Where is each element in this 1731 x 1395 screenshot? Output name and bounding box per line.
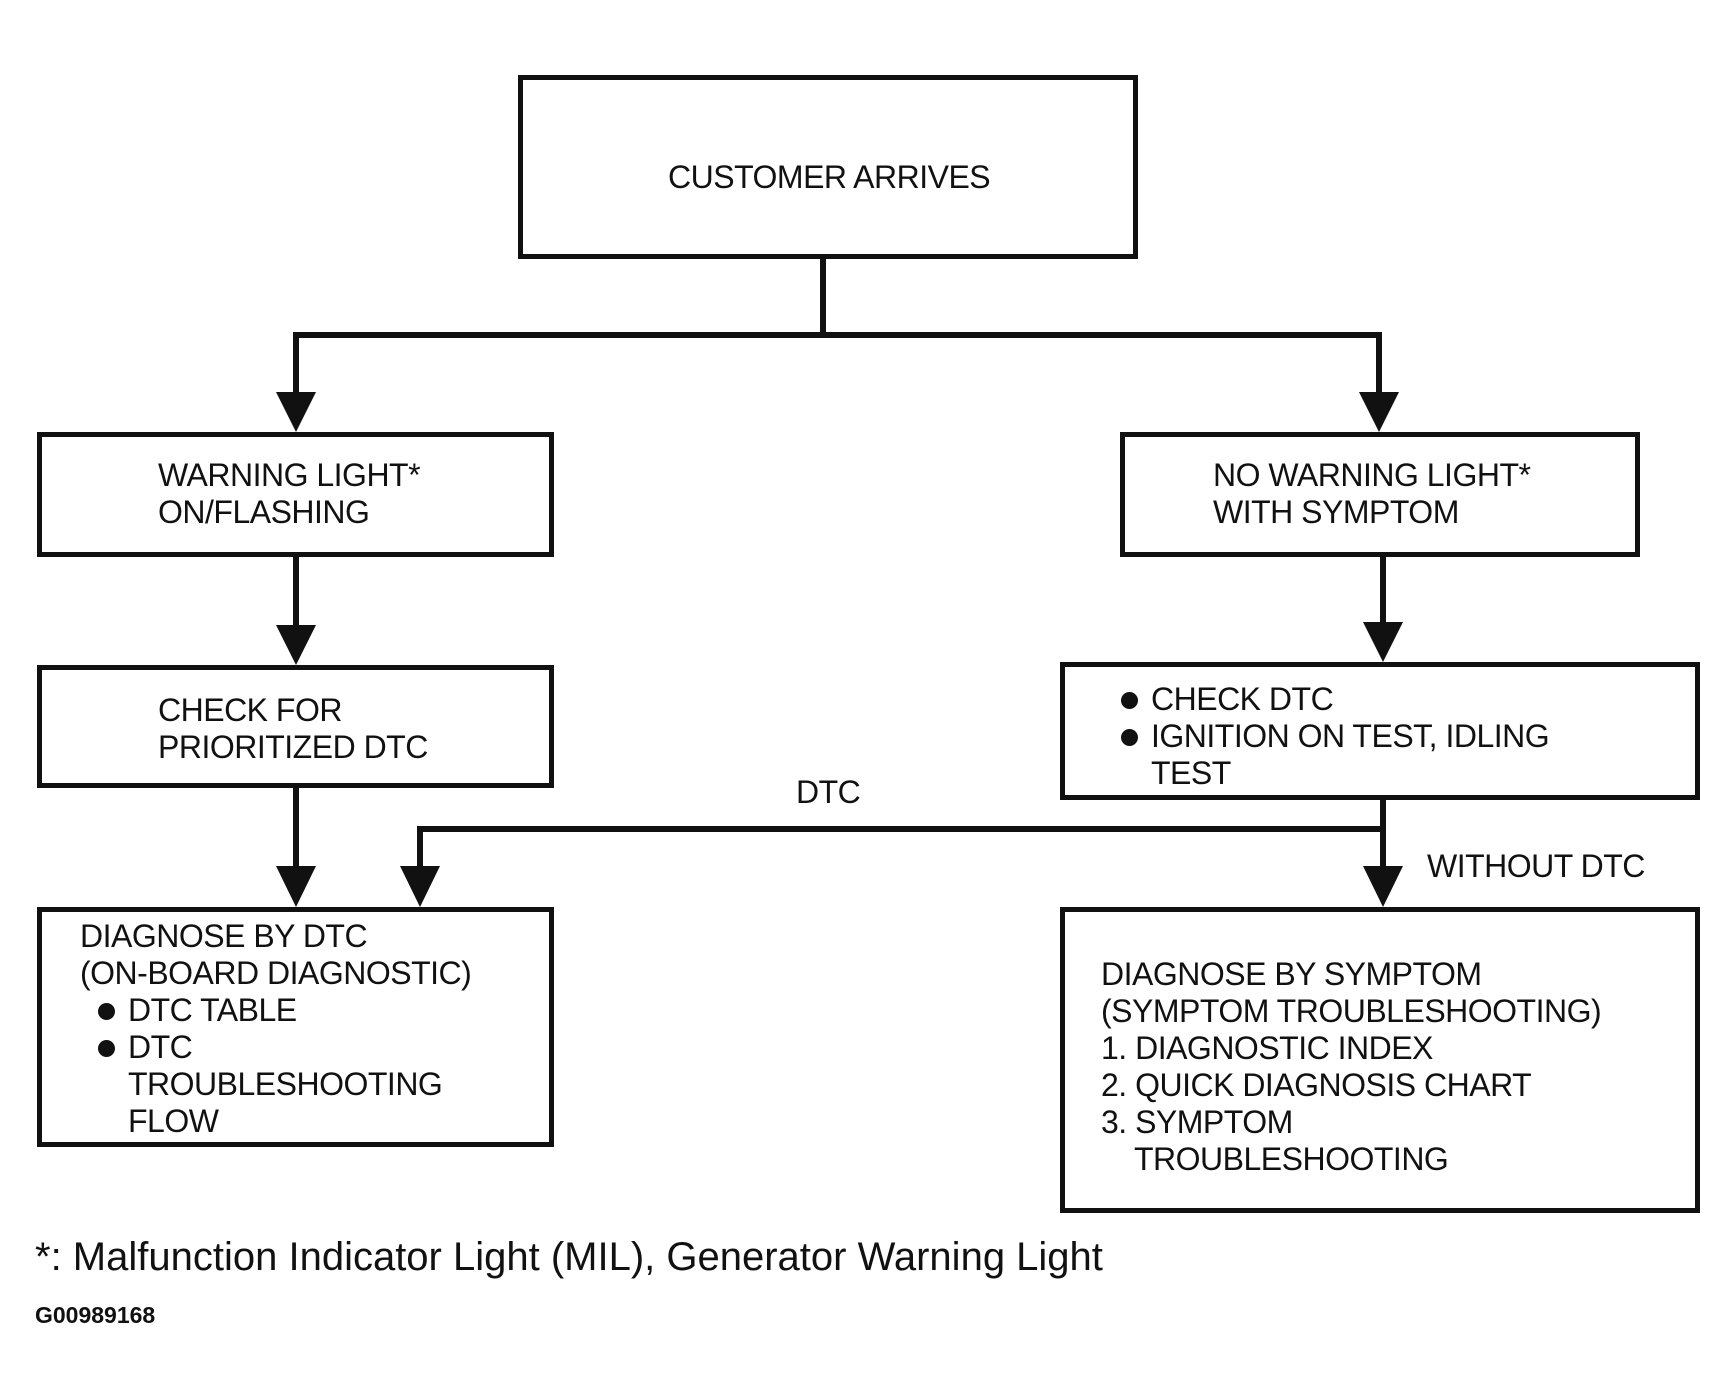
arrowhead-to-warning xyxy=(276,392,316,432)
bullet-icon xyxy=(1121,692,1138,709)
node-diagnose-symptom-line5: 3. SYMPTOM xyxy=(1101,1104,1293,1140)
arrowhead-to-check-dtc xyxy=(1363,622,1403,662)
node-diagnose-dtc-item2-line3: FLOW xyxy=(128,1103,219,1139)
node-check-dtc-item2-line2: TEST xyxy=(1151,755,1231,791)
figure-id: G00989168 xyxy=(35,1302,156,1328)
bullet-icon xyxy=(1121,729,1138,746)
node-diagnose-symptom-line1: DIAGNOSE BY SYMPTOM xyxy=(1101,956,1482,992)
node-diagnose-symptom-line2: (SYMPTOM TROUBLESHOOTING) xyxy=(1101,993,1602,1029)
arrowhead-to-check-prioritized xyxy=(276,625,316,665)
node-check-dtc: CHECK DTC IGNITION ON TEST, IDLING TEST xyxy=(1060,662,1700,800)
node-warning-light-line1: WARNING LIGHT* xyxy=(158,457,421,493)
node-diagnose-symptom-line4: 2. QUICK DIAGNOSIS CHART xyxy=(1101,1067,1532,1103)
node-diagnose-symptom-line6: TROUBLESHOOTING xyxy=(1134,1141,1449,1177)
bullet-icon xyxy=(98,1003,115,1020)
edge-label-dtc: DTC xyxy=(796,774,861,810)
node-diagnose-symptom-line3: 1. DIAGNOSTIC INDEX xyxy=(1101,1030,1433,1066)
node-check-prioritized-line2: PRIORITIZED DTC xyxy=(158,729,428,765)
node-diagnose-dtc-line2: (ON-BOARD DIAGNOSTIC) xyxy=(80,955,472,991)
node-warning-light-line2: ON/FLASHING xyxy=(158,494,370,530)
arrowhead-to-no-warning xyxy=(1359,392,1399,432)
node-no-warning-light-line2: WITH SYMPTOM xyxy=(1213,494,1459,530)
node-diagnose-dtc-item2-line1: DTC xyxy=(128,1029,193,1065)
node-diagnose-by-symptom: DIAGNOSE BY SYMPTOM (SYMPTOM TROUBLESHOO… xyxy=(1060,907,1700,1213)
node-diagnose-by-dtc: DIAGNOSE BY DTC (ON-BOARD DIAGNOSTIC) DT… xyxy=(37,907,554,1147)
node-check-prioritized-dtc: CHECK FOR PRIORITIZED DTC xyxy=(37,665,554,788)
footnote: *: Malfunction Indicator Light (MIL), Ge… xyxy=(35,1235,1103,1279)
node-no-warning-light: NO WARNING LIGHT* WITH SYMPTOM xyxy=(1120,432,1640,557)
node-diagnose-dtc-item1: DTC TABLE xyxy=(128,992,297,1028)
bullet-icon xyxy=(98,1040,115,1057)
node-customer-arrives-label: CUSTOMER ARRIVES xyxy=(668,159,991,195)
arrowhead-to-diagnose-symptom xyxy=(1363,866,1403,907)
node-no-warning-light-line1: NO WARNING LIGHT* xyxy=(1213,457,1531,493)
node-check-dtc-item1: CHECK DTC xyxy=(1151,681,1334,717)
arrowhead-dtc-branch xyxy=(400,866,440,907)
node-diagnose-dtc-line1: DIAGNOSE BY DTC xyxy=(80,918,368,954)
node-diagnose-dtc-item2-line2: TROUBLESHOOTING xyxy=(128,1066,443,1102)
node-check-prioritized-line1: CHECK FOR xyxy=(158,692,342,728)
node-check-dtc-item2-line1: IGNITION ON TEST, IDLING xyxy=(1151,718,1550,754)
node-customer-arrives: CUSTOMER ARRIVES xyxy=(518,75,1138,259)
arrowhead-to-diagnose-dtc xyxy=(276,866,316,907)
node-warning-light: WARNING LIGHT* ON/FLASHING xyxy=(37,432,554,557)
edge-label-without-dtc: WITHOUT DTC xyxy=(1427,848,1645,884)
